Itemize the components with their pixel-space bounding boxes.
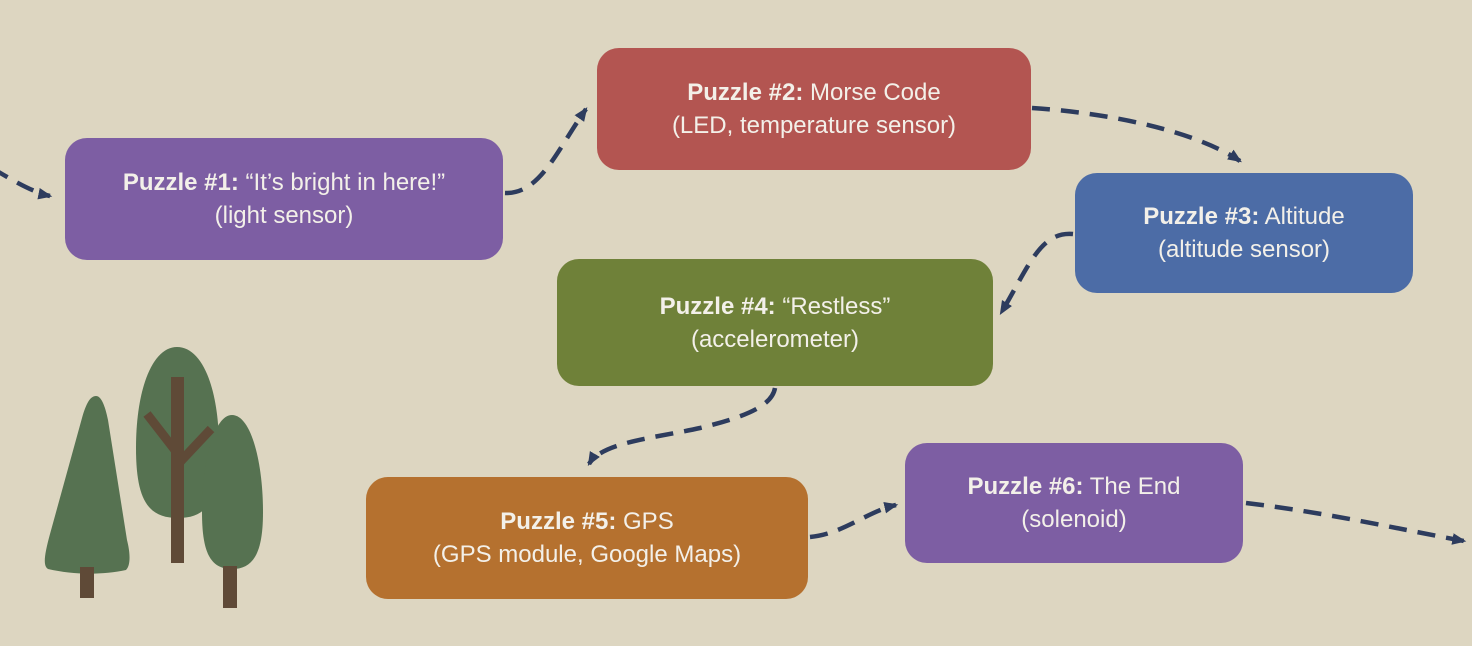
puzzle-3-title: Altitude xyxy=(1264,203,1345,230)
arrow-puzzle-1-to-2 xyxy=(504,107,588,196)
puzzle-3-subtitle: (altitude sensor) xyxy=(1157,236,1331,263)
puzzle-node-5: Puzzle #5: GPS (GPS module, Google Maps) xyxy=(366,477,808,599)
puzzle-node-1: Puzzle #1: “It’s bright in here!” (light… xyxy=(65,138,503,260)
puzzle-5-title: GPS xyxy=(623,508,674,535)
trees-illustration xyxy=(44,347,263,608)
puzzle-node-2: Puzzle #2: Morse Code (LED, temperature … xyxy=(597,48,1031,170)
puzzle-node-6: Puzzle #6: The End (solenoid) xyxy=(905,443,1243,563)
puzzle-5-line1: Puzzle #5: GPS xyxy=(500,505,673,538)
puzzle-node-3: Puzzle #3: Altitude (altitude sensor) xyxy=(1075,173,1413,293)
flow-arrows xyxy=(0,105,1467,545)
puzzle-2-label: Puzzle #2: xyxy=(687,79,804,106)
puzzle-2-title: Morse Code xyxy=(809,79,941,106)
tree-trunk-middle xyxy=(171,377,184,563)
arrow-puzzle-2-to-3 xyxy=(1031,105,1242,163)
arrow-puzzle-5-to-6 xyxy=(809,501,899,540)
puzzle-6-title: The End xyxy=(1089,473,1181,500)
puzzle-node-4: Puzzle #4: “Restless” (accelerometer) xyxy=(557,259,993,386)
puzzle-3-label: Puzzle #3: xyxy=(1143,203,1260,230)
puzzle-6-label: Puzzle #6: xyxy=(967,473,1084,500)
arrow-start-to-puzzle-1 xyxy=(0,170,53,200)
tree-branch-right xyxy=(176,425,215,466)
puzzle-6-subtitle: (solenoid) xyxy=(1021,506,1127,533)
puzzle-4-line1: Puzzle #4: “Restless” xyxy=(660,290,891,323)
puzzle-1-label: Puzzle #1: xyxy=(122,169,239,196)
puzzle-5-subtitle: (GPS module, Google Maps) xyxy=(432,541,742,568)
tree-foliage-left xyxy=(44,396,130,574)
puzzle-5-label: Puzzle #5: xyxy=(500,508,617,535)
arrow-puzzle-6-to-end xyxy=(1245,500,1467,545)
puzzle-1-title: “It’s bright in here!” xyxy=(245,169,446,196)
puzzle-4-title: “Restless” xyxy=(782,292,891,320)
puzzle-2-line1: Puzzle #2: Morse Code xyxy=(687,76,940,109)
puzzle-6-line1: Puzzle #6: The End xyxy=(967,470,1180,503)
arrow-puzzle-3-to-4 xyxy=(999,231,1074,316)
tree-foliage-right xyxy=(202,415,263,569)
tree-branch-left xyxy=(143,411,182,457)
puzzle-4-subtitle: (accelerometer) xyxy=(690,325,860,353)
arrow-puzzle-4-to-5 xyxy=(587,387,778,467)
tree-trunk-right xyxy=(223,566,237,608)
puzzle-1-subtitle: (light sensor) xyxy=(214,202,354,229)
puzzle-3-line1: Puzzle #3: Altitude xyxy=(1143,200,1344,233)
puzzle-4-label: Puzzle #4: xyxy=(659,292,776,320)
tree-trunk-left xyxy=(80,567,94,598)
puzzle-2-subtitle: (LED, temperature sensor) xyxy=(671,112,957,139)
puzzle-1-line1: Puzzle #1: “It’s bright in here!” xyxy=(123,166,445,199)
